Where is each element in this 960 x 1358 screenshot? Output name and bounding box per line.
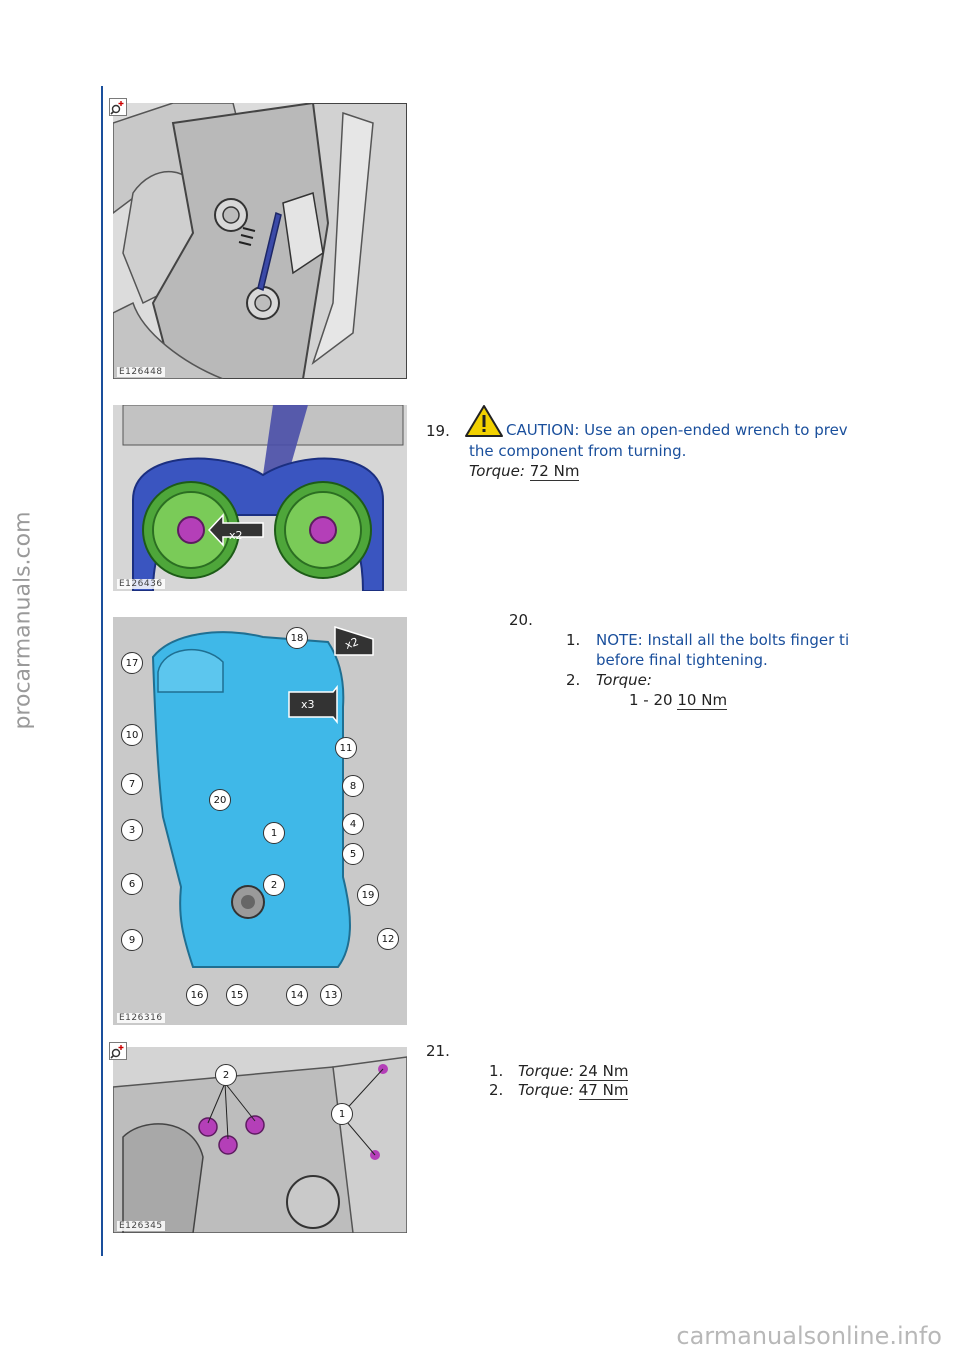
- bottom-watermark: carmanualsonline.info: [676, 1322, 942, 1350]
- caution-text-continued: the component from turning.: [469, 442, 687, 460]
- torque-spec: Torque: 47 Nm: [518, 1080, 629, 1100]
- callout-number: 7: [121, 773, 143, 795]
- caution-text: CAUTION: Use an open-ended wrench to pre…: [506, 421, 848, 439]
- side-watermark: procarmanuals.com: [6, 460, 40, 780]
- callout-number: 9: [121, 929, 143, 951]
- callout-number: 15: [226, 984, 248, 1006]
- figure-label: E126345: [117, 1221, 165, 1231]
- torque-label: Torque:: [596, 671, 652, 689]
- zoom-icon[interactable]: [109, 98, 127, 116]
- callout-number: 2: [263, 874, 285, 896]
- illustration-sprocket-locking[interactable]: E126448: [113, 103, 407, 379]
- note-text-continued: before final tightening.: [596, 651, 768, 669]
- substep-number: 2.: [566, 671, 581, 689]
- callout-number: 17: [121, 652, 143, 674]
- quantity-badge: x3: [301, 698, 315, 711]
- quantity-badge: x2: [229, 529, 243, 542]
- callout-number: 10: [121, 724, 143, 746]
- torque-spec: Torque: 24 Nm: [518, 1061, 629, 1081]
- callout-number: 1: [331, 1103, 353, 1125]
- callout-number: 12: [377, 928, 399, 950]
- callout-number: 8: [342, 775, 364, 797]
- side-watermark-text: procarmanuals.com: [10, 510, 36, 730]
- callout-number: 4: [342, 813, 364, 835]
- torque-value-link[interactable]: 47 Nm: [578, 1081, 629, 1100]
- torque-value-link[interactable]: 72 Nm: [529, 462, 580, 481]
- zoom-icon[interactable]: [109, 1042, 127, 1060]
- figure-label: E126316: [117, 1013, 165, 1023]
- callout-number: 1: [263, 822, 285, 844]
- engine-mount-drawing: [113, 1047, 407, 1233]
- figure-label: E126436: [117, 579, 165, 589]
- step-number: 19.: [426, 422, 450, 440]
- camshaft-sprocket-drawing: [113, 405, 407, 591]
- step-number: 21.: [426, 1042, 450, 1060]
- step-number: 20.: [509, 611, 533, 629]
- illustration-engine-mounting-bolts[interactable]: 1 2 E126345: [113, 1047, 407, 1233]
- torque-value-link[interactable]: 24 Nm: [578, 1062, 629, 1081]
- engine-front-drawing: [113, 103, 407, 379]
- torque-label: Torque:: [518, 1081, 574, 1099]
- torque-label: Torque:: [518, 1062, 574, 1080]
- callout-number: 5: [342, 843, 364, 865]
- illustration-camshaft-sprockets[interactable]: x2 E126436: [113, 405, 407, 591]
- figure-label: E126448: [117, 367, 165, 377]
- callout-number: 19: [357, 884, 379, 906]
- substep-number: 2.: [489, 1081, 504, 1099]
- callout-number: 11: [335, 737, 357, 759]
- callout-number: 20: [209, 789, 231, 811]
- torque-spec: Torque: 72 Nm: [469, 461, 580, 481]
- callout-number: 16: [186, 984, 208, 1006]
- procedure-rule: [101, 86, 103, 1256]
- callout-number: 6: [121, 873, 143, 895]
- callout-number: 14: [286, 984, 308, 1006]
- substep-number: 1.: [566, 631, 581, 649]
- timing-cover-drawing: [113, 617, 407, 1025]
- callout-number: 3: [121, 819, 143, 841]
- callout-number: 2: [215, 1064, 237, 1086]
- substep-number: 1.: [489, 1062, 504, 1080]
- bolt-range: 1 - 20: [629, 691, 673, 709]
- callout-number: 18: [286, 627, 308, 649]
- note-text: NOTE: Install all the bolts finger ti: [596, 631, 850, 649]
- caution-icon: [465, 405, 503, 437]
- torque-value-link[interactable]: 10 Nm: [677, 691, 728, 710]
- torque-label: Torque:: [469, 462, 525, 480]
- callout-number: 13: [320, 984, 342, 1006]
- torque-spec: 1 - 20 10 Nm: [629, 690, 728, 710]
